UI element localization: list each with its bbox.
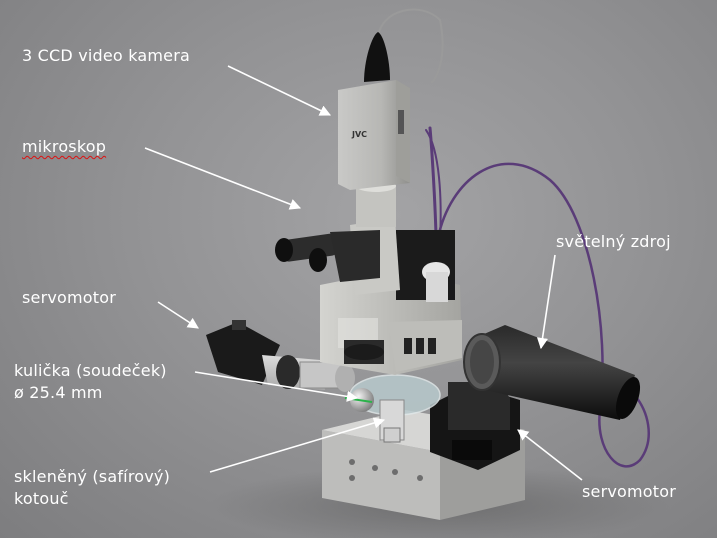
light-source-tube bbox=[463, 325, 641, 420]
annotation-arrows bbox=[144, 65, 583, 481]
arrow-light-source bbox=[536, 254, 556, 350]
disc-assembly bbox=[344, 374, 441, 443]
label-ball-line1: kulička (soudeček) bbox=[14, 361, 167, 380]
arrow-camera bbox=[227, 65, 332, 116]
label-disc-line1: skleněný (safírový) bbox=[14, 467, 171, 486]
arrow-microscope bbox=[144, 147, 302, 210]
fiber-cables bbox=[377, 8, 650, 468]
arrow-servomotor-top bbox=[157, 301, 199, 329]
label-disc-line2: kotouč bbox=[14, 489, 69, 508]
servomotor-top-block bbox=[206, 320, 355, 392]
servomotor-bottom-block bbox=[430, 382, 520, 470]
label-servomotor-bottom: servomotor bbox=[582, 482, 677, 501]
arrow-servomotor-bottom bbox=[517, 429, 583, 481]
camera-brand-text: JVC bbox=[351, 130, 367, 139]
arrow-ball bbox=[194, 371, 359, 402]
camera-lens-icon bbox=[364, 32, 390, 82]
arrow-disc bbox=[209, 417, 386, 473]
label-microscope: mikroskop bbox=[22, 137, 107, 156]
microscope-body bbox=[275, 218, 462, 375]
ccd-camera: JVC bbox=[338, 32, 410, 190]
label-camera: 3 CCD video kamera bbox=[22, 46, 191, 65]
label-servomotor-top: servomotor bbox=[22, 288, 117, 307]
label-light-source: světelný zdroj bbox=[556, 232, 671, 251]
label-ball-line2: ø 25.4 mm bbox=[14, 383, 103, 402]
